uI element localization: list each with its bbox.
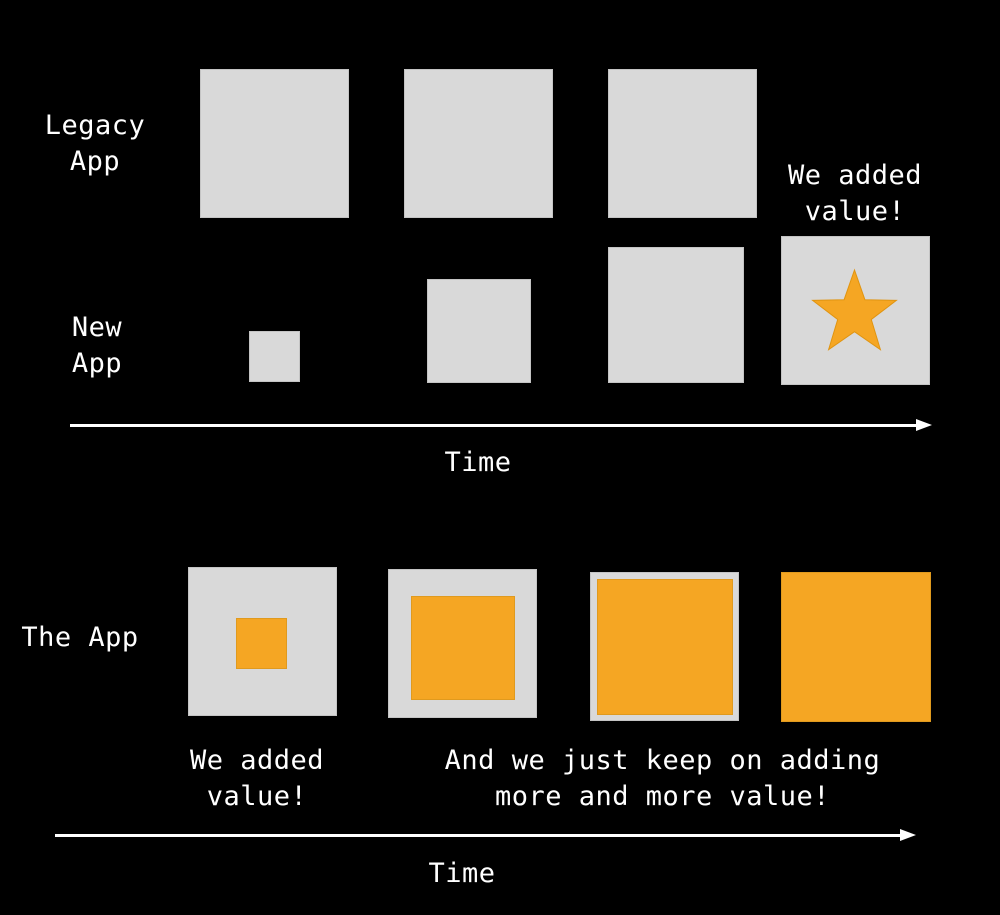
the-app-box-4: [781, 572, 931, 722]
the-app-box-2: [388, 569, 537, 718]
new-app-label-line2: App: [71, 348, 123, 379]
star-icon: [811, 268, 898, 351]
the-app-box-1: [188, 567, 337, 716]
legacy-app-label-line1: Legacy: [44, 110, 146, 141]
top-value-callout-line2: value!: [804, 196, 906, 227]
bottom-right-callout-line1: And we just keep on adding: [444, 745, 881, 776]
bottom-time-label: Time: [428, 858, 496, 889]
bottom-left-callout-line2: value!: [206, 781, 308, 812]
new-app-box-3: [608, 247, 744, 383]
bottom-right-callout: And we just keep on adding more and more…: [425, 743, 900, 815]
legacy-app-box-3: [608, 69, 757, 218]
top-value-callout: We added value!: [770, 158, 940, 230]
bottom-time-arrow: [55, 829, 916, 841]
the-app-box-3-value: [597, 579, 733, 715]
legacy-app-label-line2: App: [69, 146, 121, 177]
new-app-box-2: [427, 279, 531, 383]
bottom-right-callout-line2: more and more value!: [494, 781, 831, 812]
new-app-label: New App: [32, 310, 162, 382]
new-app-label-line1: New: [71, 312, 123, 343]
new-app-box-1: [249, 331, 300, 382]
the-app-box-3: [590, 572, 739, 721]
top-time-arrow: [70, 419, 932, 431]
legacy-app-label: Legacy App: [30, 108, 160, 180]
legacy-app-box-2: [404, 69, 553, 218]
the-app-box-2-value: [411, 596, 515, 700]
the-app-label: The App: [21, 622, 139, 653]
bottom-left-callout-line1: We added: [189, 745, 325, 776]
bottom-left-callout: We added value!: [172, 743, 342, 815]
top-time-label: Time: [444, 447, 512, 478]
new-app-box-4: [781, 236, 930, 385]
the-app-box-1-value: [236, 618, 287, 669]
top-value-callout-line1: We added: [787, 160, 923, 191]
legacy-app-box-1: [200, 69, 349, 218]
